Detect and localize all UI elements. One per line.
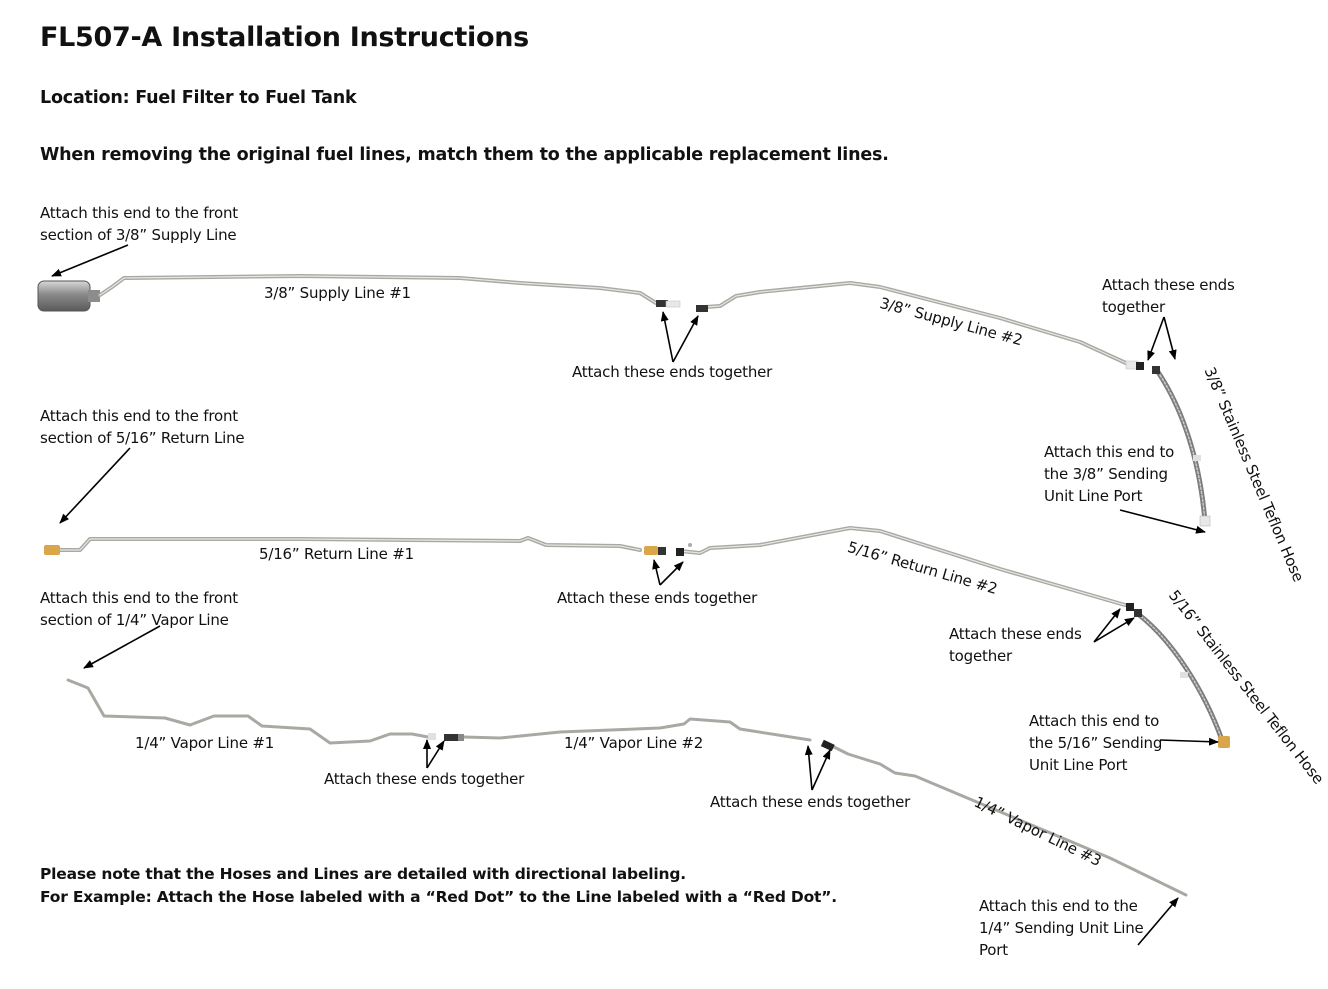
fuel-filter xyxy=(37,280,100,312)
supply-fittings xyxy=(656,300,1211,527)
supply-join-2-label: Attach these ends together xyxy=(1102,276,1235,316)
vapor-line-3 xyxy=(832,745,1188,897)
vapor-port-label: Attach this end to the 1/4” Sending Unit… xyxy=(979,897,1144,959)
vapor-fittings xyxy=(428,733,835,752)
return-front-label: Attach this end to the front section of … xyxy=(40,407,245,447)
vapor-front-label: Attach this end to the front section of … xyxy=(40,589,238,629)
vapor-join-2-label: Attach these ends together xyxy=(710,793,911,811)
return-fittings xyxy=(44,543,1230,748)
vapor-join-1-label: Attach these ends together xyxy=(324,770,525,788)
vapor-line-1 xyxy=(66,678,430,745)
return-port-label: Attach this end to the 5/16” Sending Uni… xyxy=(1029,712,1163,774)
note-line-2: For Example: Attach the Hose labeled wit… xyxy=(40,888,837,906)
supply-line-1-label: 3/8” Supply Line #1 xyxy=(264,284,411,302)
page-title: FL507-A Installation Instructions xyxy=(40,22,529,53)
vapor-line-2-label: 1/4” Vapor Line #2 xyxy=(564,734,704,752)
instruction-heading: When removing the original fuel lines, m… xyxy=(40,145,889,165)
return-join-1-label: Attach these ends together xyxy=(557,589,758,607)
supply-port-label: Attach this end to the 3/8” Sending Unit… xyxy=(1044,443,1175,505)
vapor-line-2 xyxy=(462,717,812,742)
fuel-line-diagram xyxy=(37,244,1230,946)
vapor-line-1-label: 1/4” Vapor Line #1 xyxy=(135,734,275,752)
return-line-1-label: 5/16” Return Line #1 xyxy=(259,545,414,563)
supply-front-label: Attach this end to the front section of … xyxy=(40,204,238,244)
annotation-arrows xyxy=(51,244,1219,946)
note-line-1: Please note that the Hoses and Lines are… xyxy=(40,865,686,883)
location-heading: Location: Fuel Filter to Fuel Tank xyxy=(40,88,357,108)
supply-join-1-label: Attach these ends together xyxy=(572,363,773,381)
return-join-2-label: Attach these ends together xyxy=(949,625,1082,665)
